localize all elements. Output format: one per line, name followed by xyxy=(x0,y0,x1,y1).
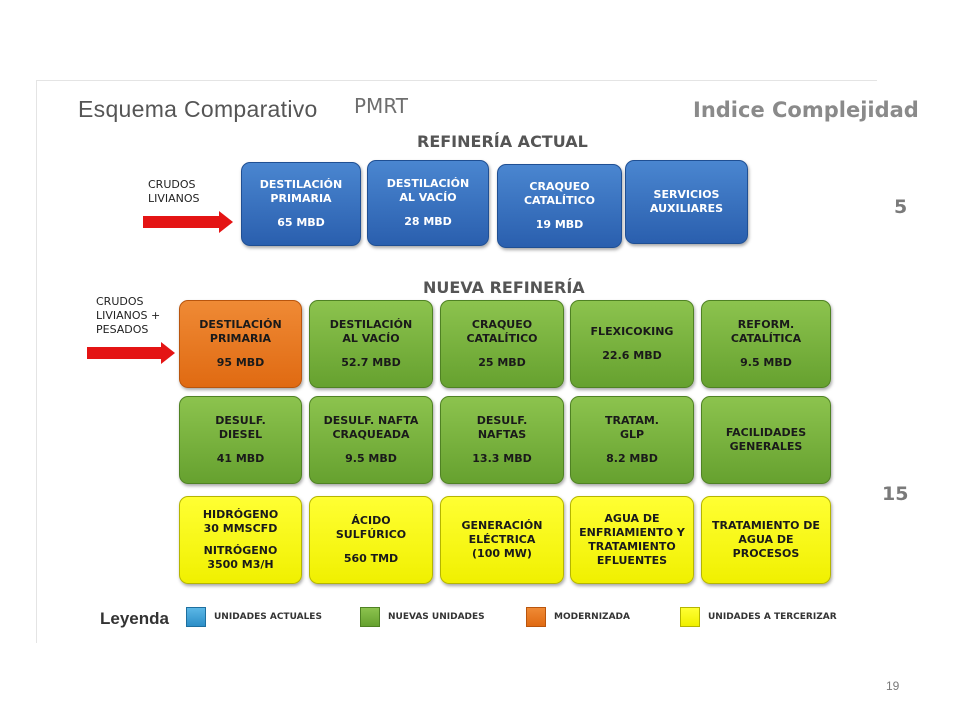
new-unit-reform-catalitica: REFORM. CATALÍTICA 9.5 MBD xyxy=(701,300,831,388)
diagram-subtitle: PMRT xyxy=(354,94,408,118)
legend-label-actuales: UNIDADES ACTUALES xyxy=(214,612,322,622)
new-unit-destilacion-primaria: DESTILACIÓN PRIMARIA 95 MBD xyxy=(179,300,302,388)
new-unit-flexicoking: FLEXICOKING 22.6 MBD xyxy=(570,300,694,388)
legend-swatch-yellow xyxy=(680,607,700,627)
new-unit-agua-enfriamiento: AGUA DE ENFRIAMIENTO Y TRATAMIENTO EFLUE… xyxy=(570,496,694,584)
current-unit-destilacion-vacio: DESTILACIÓN AL VACÍO 28 MBD xyxy=(367,160,489,246)
current-complexity-index: 5 xyxy=(894,196,908,218)
diagram-title: Esquema Comparativo xyxy=(78,96,318,122)
page-number: 19 xyxy=(886,679,900,693)
new-unit-hidrogeno-nitrogeno: HIDRÓGENO 30 MMSCFD NITRÓGENO 3500 M3/H xyxy=(179,496,302,584)
current-unit-craqueo-catalitico: CRAQUEO CATALÍTICO 19 MBD xyxy=(497,164,622,248)
current-unit-servicios-auxiliares: SERVICIOS AUXILIARES xyxy=(625,160,748,244)
new-unit-tratam-glp: TRATAM. GLP 8.2 MBD xyxy=(570,396,694,484)
new-unit-desulf-naftas: DESULF. NAFTAS 13.3 MBD xyxy=(440,396,564,484)
new-unit-desulf-diesel: DESULF. DIESEL 41 MBD xyxy=(179,396,302,484)
new-unit-generacion-electrica: GENERACIÓN ELÉCTRICA (100 MW) xyxy=(440,496,564,584)
legend-title: Leyenda xyxy=(100,609,169,628)
current-crude-input-label: CRUDOS LIVIANOS xyxy=(148,178,200,205)
new-crude-input-label: CRUDOS LIVIANOS + PESADOS xyxy=(96,295,161,336)
legend-swatch-green xyxy=(360,607,380,627)
legend-label-tercerizar: UNIDADES A TERCERIZAR xyxy=(708,612,837,622)
new-unit-desulf-nafta-craqueada: DESULF. NAFTA CRAQUEADA 9.5 MBD xyxy=(309,396,433,484)
new-refinery-title: NUEVA REFINERÍA xyxy=(423,278,585,297)
index-column-title: Indice Complejidad xyxy=(693,98,919,122)
new-unit-tratamiento-agua-procesos: TRATAMIENTO DE AGUA DE PROCESOS xyxy=(701,496,831,584)
current-refinery-title: REFINERÍA ACTUAL xyxy=(417,132,588,151)
legend-swatch-blue xyxy=(186,607,206,627)
new-unit-craqueo-catalitico: CRAQUEO CATALÍTICO 25 MBD xyxy=(440,300,564,388)
new-unit-destilacion-vacio: DESTILACIÓN AL VACÍO 52.7 MBD xyxy=(309,300,433,388)
new-complexity-index: 15 xyxy=(882,483,909,505)
current-crude-arrow xyxy=(143,211,233,233)
new-unit-acido-sulfurico: ÁCIDO SULFÚRICO 560 TMD xyxy=(309,496,433,584)
new-crude-arrow xyxy=(87,342,175,364)
legend-label-nuevas: NUEVAS UNIDADES xyxy=(388,612,485,622)
current-unit-destilacion-primaria: DESTILACIÓN PRIMARIA 65 MBD xyxy=(241,162,361,246)
legend-label-modernizada: MODERNIZADA xyxy=(554,612,630,622)
legend-swatch-orange xyxy=(526,607,546,627)
new-unit-facilidades-generales: FACILIDADES GENERALES xyxy=(701,396,831,484)
